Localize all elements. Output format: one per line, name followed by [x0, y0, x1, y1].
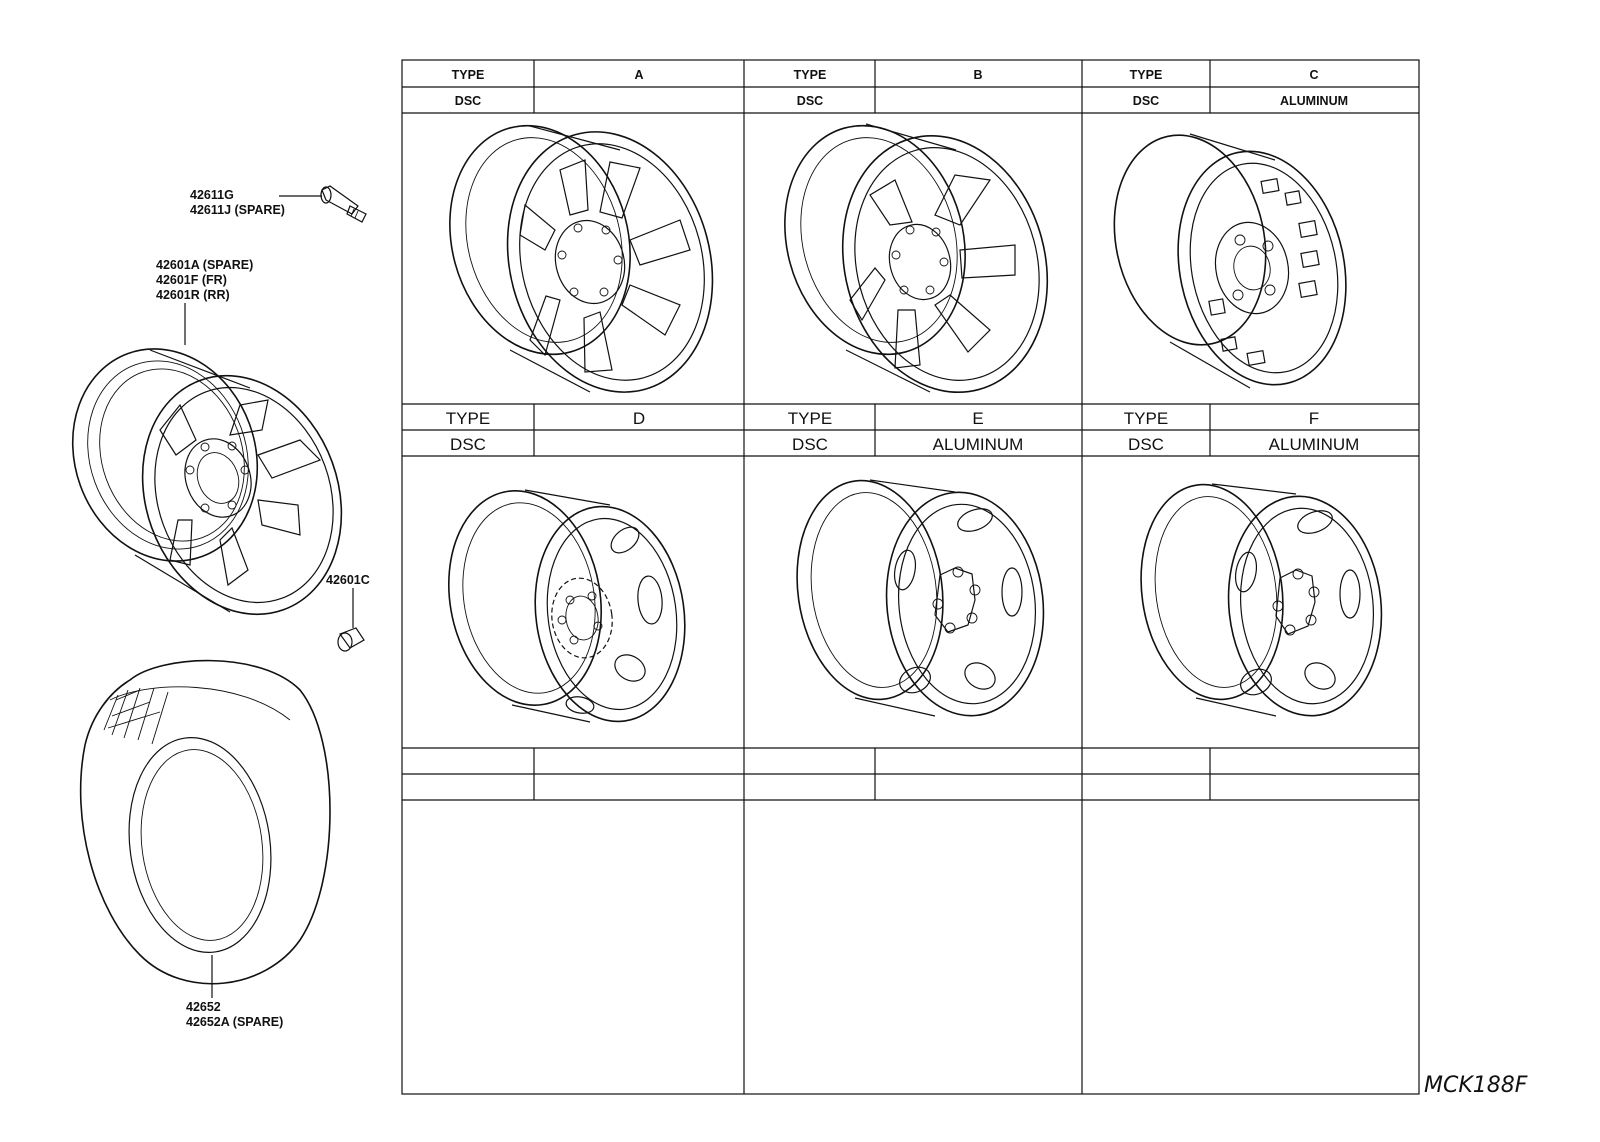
- type-value-f: F: [1309, 409, 1319, 428]
- wheel-type-b-icon: [784, 123, 1049, 394]
- type-label-f: TYPE: [1124, 409, 1168, 428]
- type-label-b: TYPE: [794, 68, 827, 82]
- wheel-type-f-icon: [1140, 483, 1383, 717]
- wheel-spare-part-number: 42601A (SPARE): [156, 258, 253, 272]
- type-value-b: B: [973, 68, 982, 82]
- cap-part-number: 42601C: [326, 573, 370, 587]
- valve-spare-part-number: 42611J (SPARE): [190, 203, 285, 217]
- type-label-d: TYPE: [446, 409, 490, 428]
- wheel-type-c-icon: [1113, 133, 1347, 389]
- wheel-type-a-icon: [449, 124, 714, 393]
- valve-stem-icon: [320, 185, 367, 223]
- cap-nut-icon: [337, 627, 365, 652]
- valve-callout: 42611G 42611J (SPARE): [190, 188, 322, 217]
- dsc-label-c: DSC: [1133, 94, 1159, 108]
- dsc-label-e: DSC: [792, 435, 828, 454]
- dsc-label-b: DSC: [797, 94, 823, 108]
- type-value-e: E: [972, 409, 983, 428]
- type-label-e: TYPE: [788, 409, 832, 428]
- wheel-callout: 42601A (SPARE) 42601F (FR) 42601R (RR): [156, 258, 253, 345]
- dsc-label-d: DSC: [450, 435, 486, 454]
- wheel-type-d-icon: [447, 489, 686, 723]
- tire-icon: 42652 42652A (SPARE): [79, 659, 331, 1029]
- wheel-front-part-number: 42601F (FR): [156, 273, 227, 287]
- wheel-rear-part-number: 42601R (RR): [156, 288, 230, 302]
- type-value-a: A: [634, 68, 643, 82]
- type-value-d: D: [633, 409, 645, 428]
- wheel-type-table: TYPE A DSC TYPE B DSC TYPE C DSC ALUMINU…: [401, 59, 1420, 1095]
- dsc-label-a: DSC: [455, 94, 481, 108]
- type-label-a: TYPE: [452, 68, 485, 82]
- diagram-code: MCK188F: [1424, 1073, 1528, 1098]
- dsc-value-c: ALUMINUM: [1280, 94, 1348, 108]
- cap-callout: 42601C: [326, 573, 370, 628]
- type-label-c: TYPE: [1130, 68, 1163, 82]
- type-value-c: C: [1309, 68, 1318, 82]
- dsc-value-f: ALUMINUM: [1269, 435, 1360, 454]
- wheel-type-e-icon: [796, 479, 1045, 717]
- tire-spare-part-number: 42652A (SPARE): [186, 1015, 283, 1029]
- tire-part-number: 42652: [186, 1000, 221, 1014]
- dsc-label-f: DSC: [1128, 435, 1164, 454]
- dsc-value-e: ALUMINUM: [933, 435, 1024, 454]
- main-wheel-icon: [71, 348, 343, 616]
- valve-part-number: 42611G: [190, 188, 234, 202]
